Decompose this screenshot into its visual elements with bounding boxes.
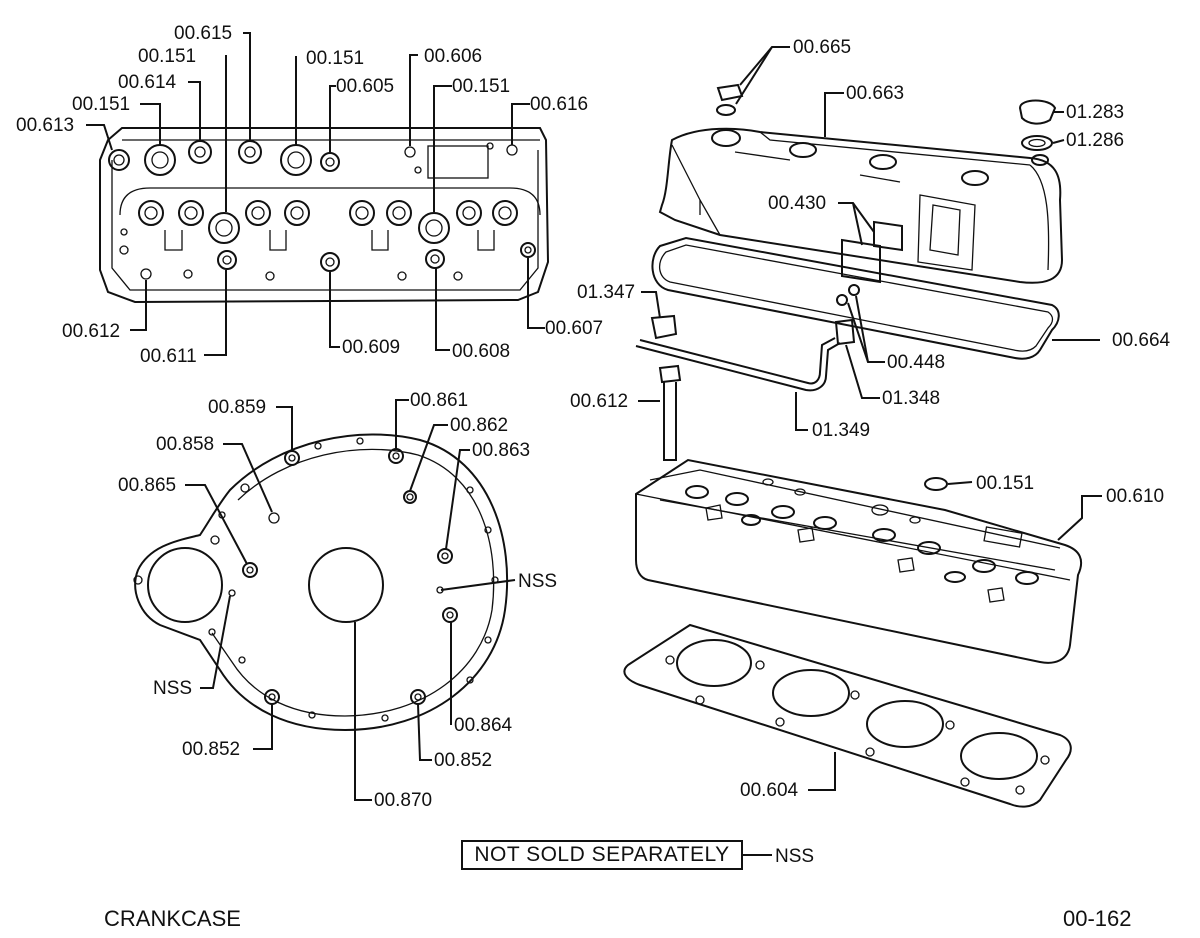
head-bolt — [658, 364, 682, 461]
callout-label-00-852: 00.852 — [434, 750, 492, 771]
callout-label-01-286: 01.286 — [1066, 130, 1124, 151]
callout-label-01-349: 01.349 — [812, 420, 870, 441]
callout-label-00-861: 00.861 — [410, 390, 468, 411]
callout-label-00-448: 00.448 — [887, 352, 945, 373]
callout-label-00-613: 00.613 — [16, 115, 74, 136]
callout-label-00-870: 00.870 — [374, 790, 432, 811]
part-labels: 00.615 00.151 00.151 00.606 00.614 00.60… — [16, 23, 1171, 867]
cylinder-head-top-view — [99, 127, 550, 304]
callout-label-00-151: 00.151 — [138, 46, 196, 67]
section-title: CRANKCASE — [104, 906, 241, 931]
callout-label-00-612: 00.612 — [570, 391, 628, 412]
callout-label-00-862: 00.862 — [450, 415, 508, 436]
callout-label-01-283: 01.283 — [1066, 102, 1124, 123]
callout-label-00-151: 00.151 — [976, 473, 1034, 494]
callout-label-01-348: 01.348 — [882, 388, 940, 409]
callout-label-00-611: 00.611 — [140, 346, 197, 367]
valve-cover — [658, 83, 1064, 284]
callout-label-00-151: 00.151 — [306, 48, 364, 69]
valve-cover-gasket — [651, 236, 1060, 360]
callout-label-00-663: 00.663 — [846, 83, 904, 104]
callout-label-00-863: 00.863 — [472, 440, 530, 461]
callout-label-nss: NSS — [518, 571, 557, 592]
callout-label-00-151: 00.151 — [72, 94, 130, 115]
callout-label-00-665: 00.665 — [793, 37, 851, 58]
page-code: 00-162 — [1063, 906, 1132, 931]
callout-label-00-605: 00.605 — [336, 76, 394, 97]
cylinder-head-leaders — [86, 32, 545, 356]
callout-label-00-858: 00.858 — [156, 434, 214, 455]
callout-label-00-859: 00.859 — [208, 397, 266, 418]
callout-label-00-609: 00.609 — [342, 337, 400, 358]
callout-label-00-430: 00.430 — [768, 193, 826, 214]
callout-label-00-610: 00.610 — [1106, 486, 1164, 507]
callout-label-00-151: 00.151 — [452, 76, 510, 97]
callout-label-00-607: 00.607 — [545, 318, 603, 339]
callout-label-00-608: 00.608 — [452, 341, 510, 362]
callout-label-00-664: 00.664 — [1112, 330, 1171, 351]
core-plug — [924, 477, 948, 491]
flywheel-plate-leaders — [185, 399, 516, 801]
callout-label-00-606: 00.606 — [424, 46, 482, 67]
head-gasket — [623, 623, 1072, 808]
callout-label-00-615: 00.615 — [174, 23, 232, 44]
callout-label-00-614: 00.614 — [118, 72, 177, 93]
cylinder-head-isometric — [635, 458, 1083, 664]
legend-abbreviation: NSS — [775, 846, 814, 867]
flywheel-housing-plate — [133, 433, 509, 732]
right-side-leaders — [638, 46, 1102, 791]
breather-pipe — [635, 284, 860, 392]
legend-box: NOT SOLD SEPARATELY — [461, 840, 743, 870]
callout-label-01-347: 01.347 — [577, 282, 635, 303]
callout-label-00-852: 00.852 — [182, 739, 240, 760]
callout-label-00-864: 00.864 — [454, 715, 513, 736]
callout-label-00-865: 00.865 — [118, 475, 176, 496]
callout-label-nss: NSS — [153, 678, 192, 699]
legend-text: NOT SOLD SEPARATELY — [474, 843, 730, 866]
callout-label-00-612: 00.612 — [62, 321, 120, 342]
callout-label-00-604: 00.604 — [740, 780, 799, 801]
callout-label-00-616: 00.616 — [530, 94, 588, 115]
